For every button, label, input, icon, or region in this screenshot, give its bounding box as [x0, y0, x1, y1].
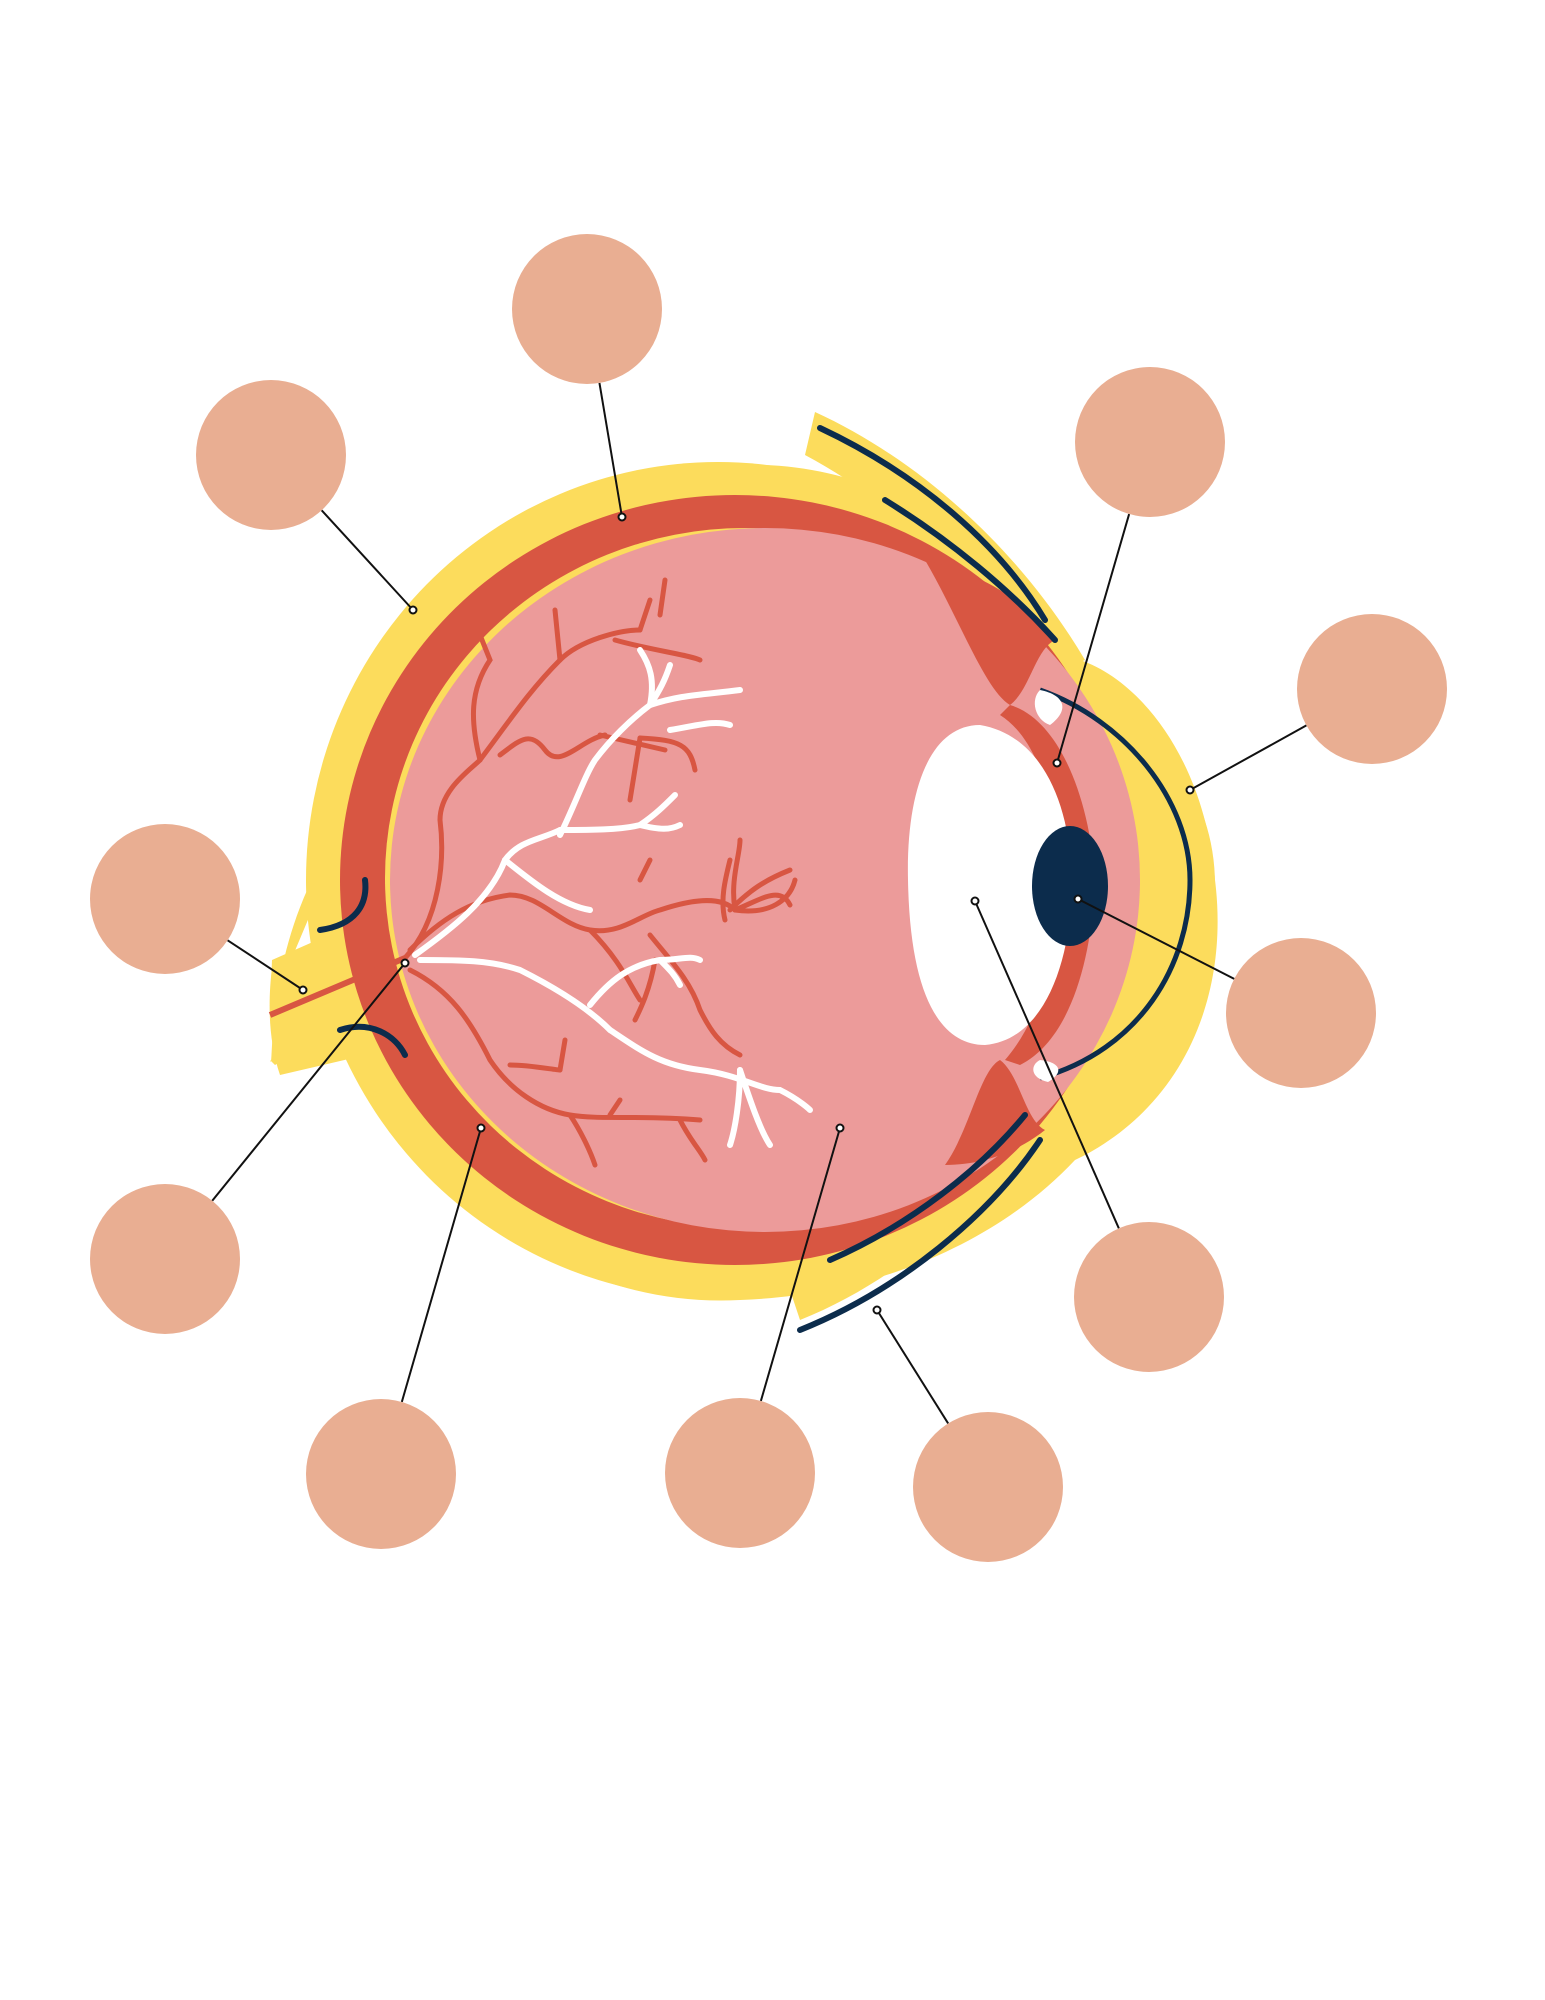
leader-line-4: [1189, 724, 1307, 791]
leader-lines: [211, 382, 1307, 1424]
leader-line-1: [598, 382, 623, 518]
label-circle-8[interactable]: [1074, 1222, 1224, 1372]
leader-dot-7: [400, 958, 410, 968]
label-circle-5[interactable]: [90, 824, 240, 974]
cornea-line: [1039, 687, 1193, 1081]
leader-dot-9: [476, 1123, 486, 1133]
leader-line-5: [227, 939, 304, 991]
leader-dot-4: [1185, 785, 1195, 795]
leader-line-8: [974, 900, 1120, 1229]
muscle-lines: [797, 425, 1058, 1333]
retinal-vessels-white: [412, 647, 813, 1148]
label-circle-3[interactable]: [1075, 367, 1225, 517]
label-circles: [90, 234, 1447, 1562]
leader-dot-10: [835, 1123, 845, 1133]
leader-line-2: [320, 509, 414, 611]
label-circle-7[interactable]: [90, 1184, 240, 1334]
leader-line-6: [1077, 898, 1235, 980]
lens: [907, 725, 1072, 1045]
aqueous-chamber-upper: [1034, 690, 1063, 725]
label-circle-1[interactable]: [512, 234, 662, 384]
leader-dot-1: [617, 512, 627, 522]
label-circle-9[interactable]: [306, 1399, 456, 1549]
ciliary-body-upper: [925, 560, 1055, 705]
leader-line-11: [876, 1309, 950, 1424]
label-circle-4[interactable]: [1297, 614, 1447, 764]
leader-dot-11: [872, 1305, 882, 1315]
leader-line-7: [211, 962, 406, 1202]
leader-line-3: [1056, 513, 1131, 764]
label-circle-11[interactable]: [913, 1412, 1063, 1562]
eyeball: [268, 412, 1218, 1333]
leader-dot-6: [1073, 894, 1083, 904]
leader-dot-8: [970, 896, 980, 906]
ciliary-body-lower: [945, 1060, 1045, 1165]
iris-ring: [1000, 705, 1095, 1065]
leader-dot-5: [298, 985, 308, 995]
retinal-vessels-red: [402, 577, 798, 1168]
label-circle-6[interactable]: [1226, 938, 1376, 1088]
leader-line-9: [400, 1127, 482, 1403]
pupil: [1032, 826, 1108, 946]
leader-line-10: [759, 1127, 841, 1402]
label-circle-10[interactable]: [665, 1398, 815, 1548]
optic-nerve: [268, 877, 408, 1058]
label-circle-2[interactable]: [196, 380, 346, 530]
leader-dot-2: [408, 605, 418, 615]
leader-dot-3: [1052, 758, 1062, 768]
